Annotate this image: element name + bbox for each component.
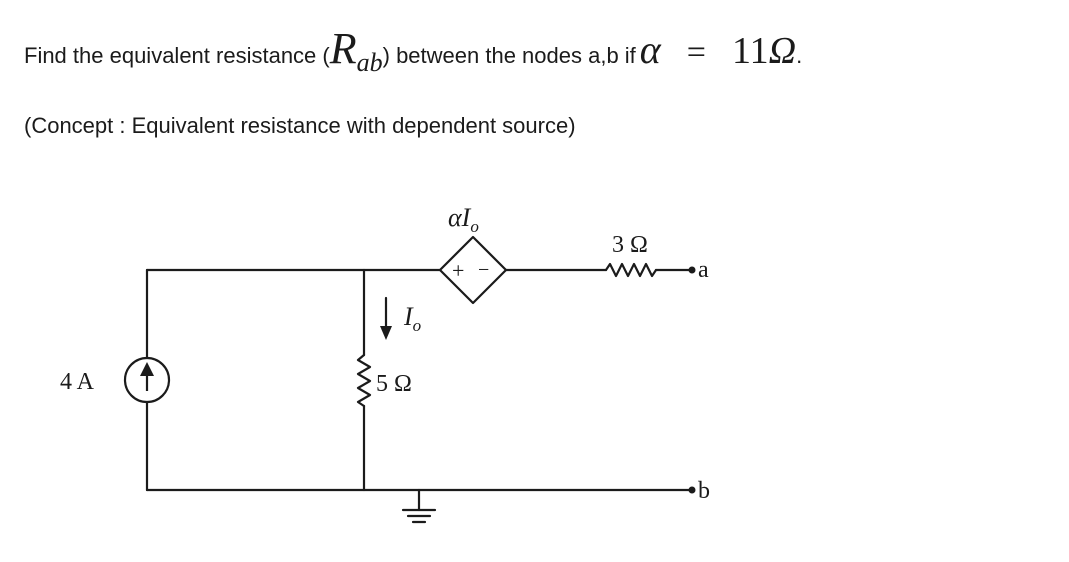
dep-label-alpha: α xyxy=(448,203,463,232)
alpha-symbol: α xyxy=(639,27,661,72)
series-resistor-3ohm xyxy=(604,262,658,278)
rab-symbol: R xyxy=(329,24,357,73)
node-a-label: a xyxy=(698,257,709,283)
alpha-value-unit: Ω xyxy=(768,30,797,72)
io-label-I: I xyxy=(403,302,414,331)
dependent-source-label: αIo xyxy=(448,203,479,236)
series-resistor-label: 3 Ω xyxy=(612,232,648,258)
plus-sign: + xyxy=(452,258,464,283)
shunt-resistor-label: 5 Ω xyxy=(376,371,412,397)
minus-sign: − xyxy=(478,259,489,281)
dep-label-I: I xyxy=(461,203,472,232)
node-b-label: b xyxy=(698,478,710,504)
alpha-value-number: 11 xyxy=(731,30,769,72)
node-b-dot xyxy=(688,486,696,494)
node-a-dot xyxy=(688,266,696,274)
io-current-label: Io xyxy=(403,302,421,335)
alpha-value: 11Ω xyxy=(732,29,796,73)
question-prefix: Find the equivalent resistance ( xyxy=(24,43,330,68)
shunt-resistor-5ohm xyxy=(356,353,372,408)
io-arrowhead-icon xyxy=(380,326,392,340)
current-source-arrowhead-icon xyxy=(140,362,154,376)
dependent-source-diamond xyxy=(438,235,508,305)
io-label-sub: o xyxy=(413,316,422,335)
rab-subscript: ab xyxy=(356,48,383,77)
question-middle: ) between the nodes a,b if xyxy=(382,43,636,68)
dep-label-sub: o xyxy=(470,217,479,236)
question-period: . xyxy=(796,43,803,68)
equals-sign: = xyxy=(686,34,706,71)
current-source-label: 4 A xyxy=(60,369,95,395)
concept-note: (Concept : Equivalent resistance with de… xyxy=(24,113,576,138)
current-source-circle xyxy=(123,356,171,404)
question-text: Find the equivalent resistance ( R ab ) … xyxy=(24,24,803,78)
